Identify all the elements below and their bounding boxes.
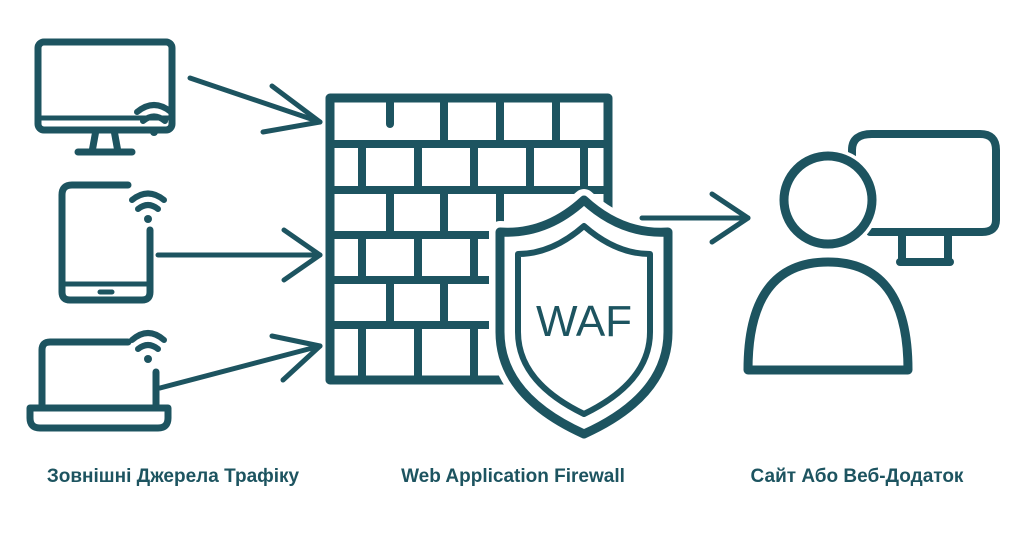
caption-website-or-web-app: Сайт Або Веб-Додаток: [750, 466, 964, 487]
laptop-wifi-icon: [26, 330, 172, 432]
shield-label: WAF: [536, 297, 632, 346]
caption-web-application-firewall: Web Application Firewall: [401, 466, 625, 487]
firewall-to-site-arrow: [639, 191, 751, 245]
caption-traffic-sources: Зовнішні Джерела Трафіку: [46, 466, 300, 487]
tablet-wifi-icon: [58, 181, 167, 304]
shield-icon: [489, 189, 679, 445]
user-icon: [743, 148, 913, 375]
source-arrows: [155, 75, 323, 391]
desktop-wifi-icon: [34, 38, 176, 156]
monitor-icon: [848, 130, 1000, 266]
